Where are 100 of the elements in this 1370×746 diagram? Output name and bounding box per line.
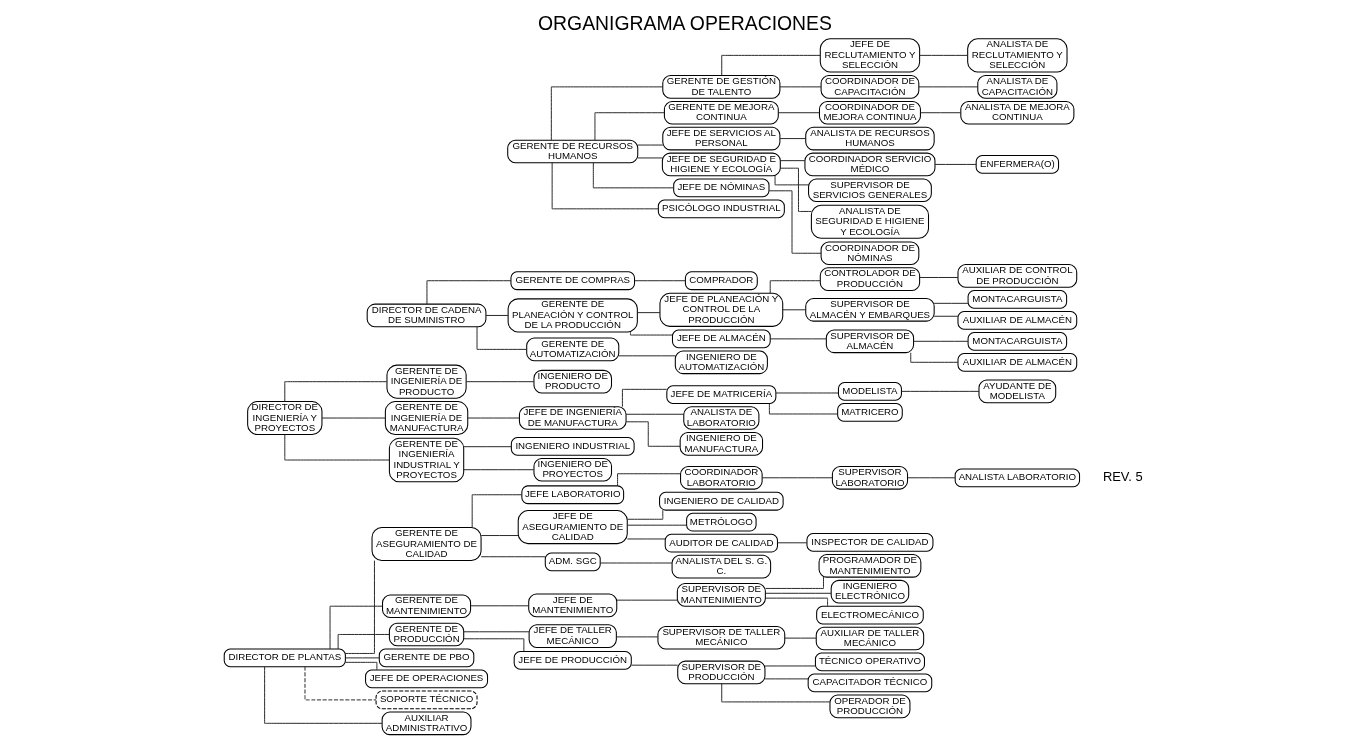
connector xyxy=(626,538,666,540)
connector xyxy=(426,280,512,305)
node-box: GERENTE DE RECURSOS HUMANOS xyxy=(507,139,639,164)
connector xyxy=(765,592,832,594)
node-box: JEFE DE SEGURIDAD E HIGIENE Y ECOLOGÍA xyxy=(661,152,781,177)
connector xyxy=(476,326,528,350)
connector xyxy=(784,637,817,639)
connector xyxy=(616,599,678,601)
connector xyxy=(594,112,665,141)
connector xyxy=(626,524,688,526)
node-box: PSICÓLOGO INDUSTRIAL xyxy=(657,199,785,219)
node-box: INGENIERO DE PRODUCTO xyxy=(533,369,613,394)
connector xyxy=(467,417,520,419)
node-box: COORDINADOR LABORATORIO xyxy=(680,465,763,490)
connector xyxy=(634,280,686,282)
node-box: DIRECTOR DE PLANTAS xyxy=(223,648,346,668)
connector xyxy=(264,666,383,724)
node-box: AUXILIAR DE ALMACÉN xyxy=(957,310,1078,330)
connector xyxy=(485,314,509,316)
node-box: SUPERVISOR DE PRODUCCIÓN xyxy=(677,660,766,685)
connector xyxy=(592,162,675,189)
connector xyxy=(774,175,809,186)
node-box: INGENIERO DE PROYECTOS xyxy=(533,457,613,482)
node-box: INGENIERO DE CALIDAD xyxy=(659,491,784,511)
connector xyxy=(765,576,824,589)
connector xyxy=(463,446,512,448)
connector xyxy=(625,413,685,415)
connector xyxy=(777,542,808,544)
connector xyxy=(910,352,959,363)
node-box: MONTACARGUISTA xyxy=(967,289,1068,309)
node-box: GERENTE DE INGENIERÍA DE MANUFACTURA xyxy=(384,400,469,436)
node-box: GERENTE DE INGENIERÍA DE PRODUCTO xyxy=(386,364,467,399)
connector xyxy=(769,338,827,340)
connector xyxy=(764,678,809,680)
connector xyxy=(637,312,661,314)
connector xyxy=(345,560,375,654)
connector xyxy=(284,381,388,402)
connector xyxy=(616,636,659,638)
connector xyxy=(480,535,519,537)
node-box: METRÓLOGO xyxy=(686,512,757,532)
connector xyxy=(901,390,980,392)
node-box: ANALISTA DEL S. G. C. xyxy=(671,554,772,579)
connector xyxy=(918,86,979,88)
connector xyxy=(599,562,673,564)
connector xyxy=(329,605,383,650)
connector xyxy=(617,473,681,487)
node-box: JEFE DE MANTENIMIENTO xyxy=(528,593,618,618)
connector xyxy=(631,664,679,666)
connector xyxy=(550,86,664,141)
node-box: GERENTE DE INGENIERÍA INDUSTRIAL Y PROYECTOS xyxy=(388,437,465,483)
node-box: GERENTE DE MEJORA CONTINUA xyxy=(663,100,779,125)
connector xyxy=(625,421,681,447)
connector xyxy=(761,477,833,479)
connector xyxy=(304,666,377,701)
connector xyxy=(765,597,829,607)
diagram-title: ORGANIGRAMA OPERACIONES xyxy=(538,12,832,35)
node-box: GERENTE DE AUTOMATIZACIÓN xyxy=(526,337,620,362)
connector xyxy=(637,157,663,159)
connector xyxy=(779,86,822,88)
node-box: SUPERVISOR DE ALMACÉN Y EMBARQUES xyxy=(805,297,935,322)
connector xyxy=(721,54,821,76)
connector xyxy=(780,167,812,212)
connector xyxy=(919,277,959,278)
node-box: SUPERVISOR DE TALLER MECÁNICO xyxy=(657,625,786,650)
node-box: COORDINADOR DE NÓMINAS xyxy=(820,241,920,266)
connector xyxy=(466,381,535,383)
node-box: AUXILIAR DE TALLER MECÁNICO xyxy=(815,626,925,651)
node-box: GERENTE DE PBO xyxy=(378,648,475,668)
node-box: JEFE DE RECLUTAMIENTO Y SELECCIÓN xyxy=(819,38,921,73)
node-box: ANALISTA DE CAPACITACIÓN xyxy=(977,75,1058,99)
node-box: OPERADOR DE PRODUCCIÓN xyxy=(829,694,911,719)
connector xyxy=(344,661,378,671)
node-box: MODELISTA xyxy=(837,381,902,401)
node-box: JEFE LABORATORIO xyxy=(521,485,625,505)
connector xyxy=(470,605,530,607)
node-box: GERENTE DE COMPRAS xyxy=(510,271,636,291)
node-box: ANALISTA DE RECURSOS HUMANOS xyxy=(805,126,935,151)
node-box: JEFE DE TALLER MECÁNICO xyxy=(528,624,617,648)
node-box: INGENIERO INDUSTRIAL xyxy=(510,436,635,456)
connector xyxy=(621,388,668,408)
node-box: AUXILIAR DE ALMACÉN xyxy=(957,352,1078,372)
connector xyxy=(463,631,530,633)
node-box: ANALISTA DE RECLUTAMIENTO Y SELECCIÓN xyxy=(967,38,1068,73)
node-box: JEFE DE PLANEACIÓN Y CONTROL DE LA PRODUCCIÓN xyxy=(659,292,784,327)
node-box: SUPERVISOR DE SERVICIOS GENERALES xyxy=(808,178,932,203)
node-box: PROGRAMADOR DE MANTENIMIENTO xyxy=(818,554,922,578)
node-box: JEFE DE INGENIERÍA DE MANUFACTURA xyxy=(518,406,627,430)
connector xyxy=(768,403,839,415)
node-box: ELECTROMECÁNICO xyxy=(816,605,924,625)
node-box: DIRECTOR DE INGENIERÍA Y PROYECTOS xyxy=(247,400,323,436)
node-box: ENFERMERA(O) xyxy=(975,155,1060,174)
connector xyxy=(775,392,839,394)
node-box: JEFE DE NÓMINAS xyxy=(673,178,770,198)
node-box: SUPERVISOR DE MANTENIMIENTO xyxy=(676,583,766,607)
node-box: GERENTE DE GESTIÓN DE TALENTO xyxy=(662,75,781,99)
node-box: SOPORTE TÉCNICO xyxy=(375,690,478,710)
connector xyxy=(551,162,659,210)
connector xyxy=(768,190,822,254)
node-box: SUPERVISOR DE ALMACÉN xyxy=(825,329,915,354)
node-box: JEFE DE MATRICERÍA xyxy=(666,385,777,404)
